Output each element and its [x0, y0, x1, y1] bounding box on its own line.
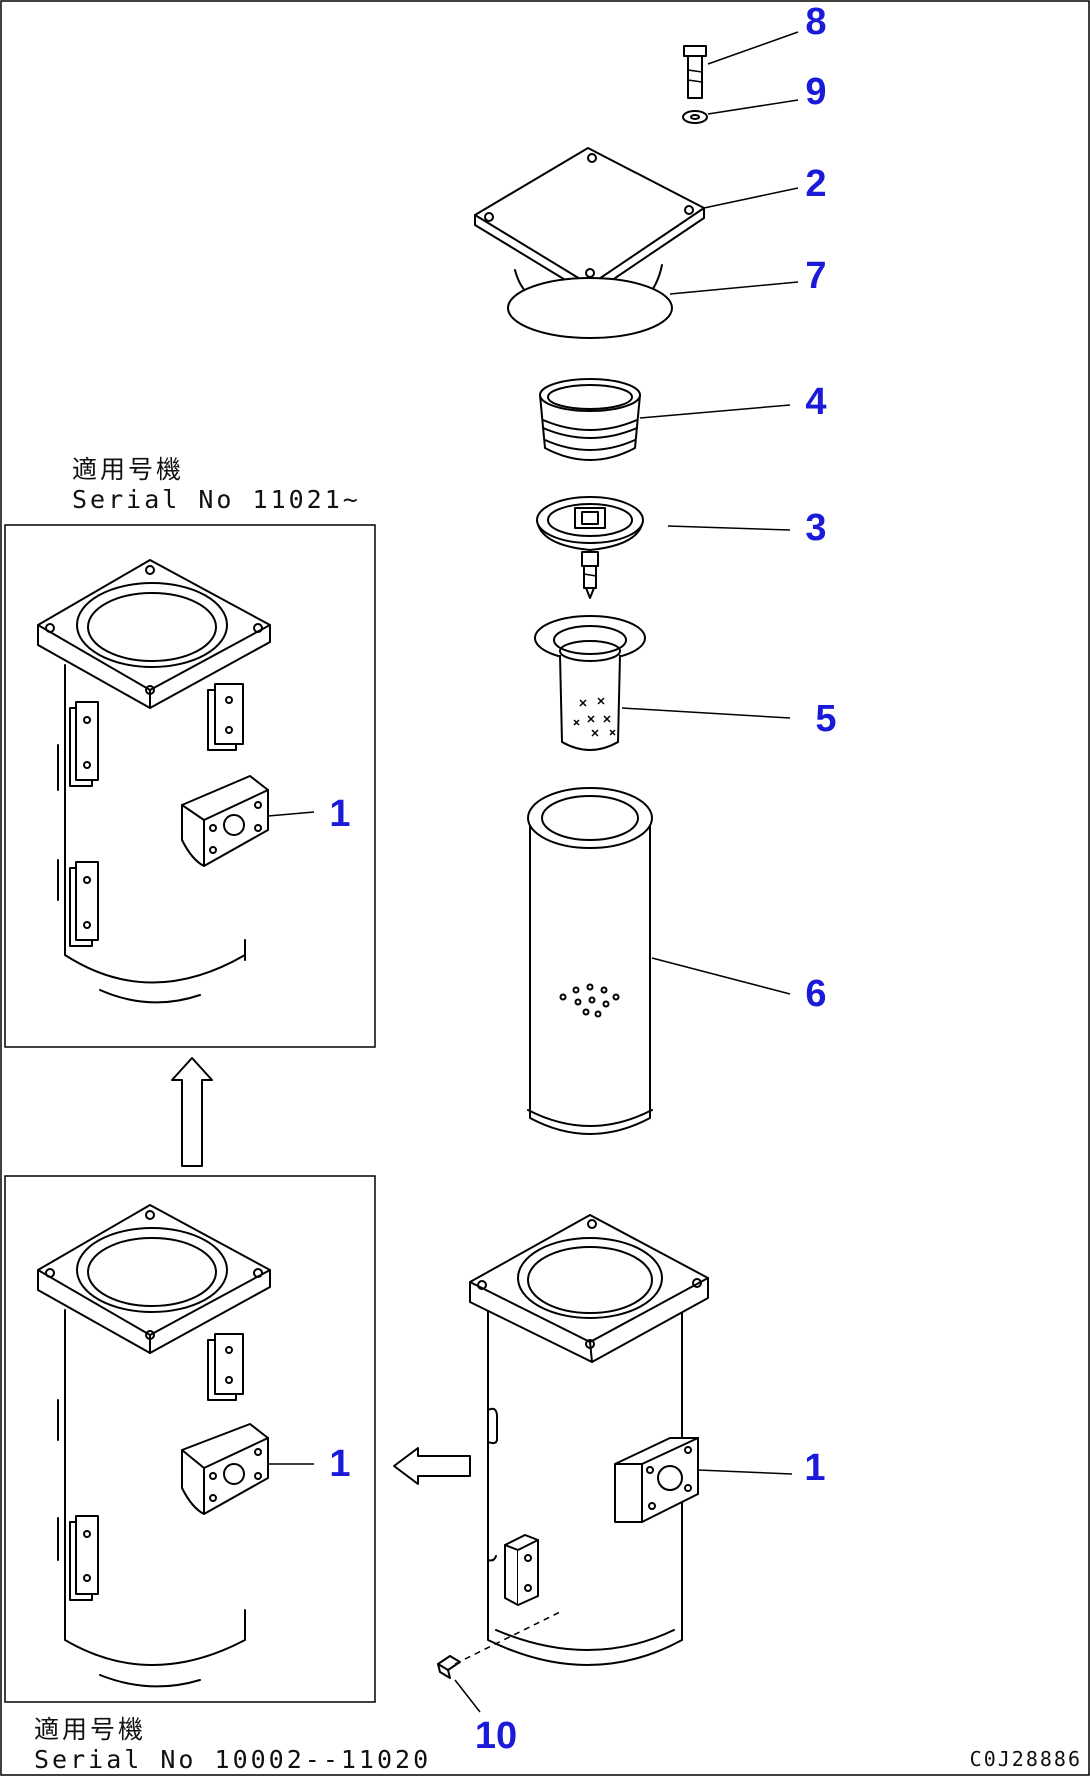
callout-9: 9	[805, 71, 826, 113]
leader-lines	[267, 31, 799, 1713]
bottom-inset-box	[4, 1175, 376, 1703]
callout-1-bottom-inset: 1	[329, 1443, 350, 1485]
top-inset-serial-jp: 適用号機	[72, 455, 184, 484]
part-8-bolt	[683, 45, 707, 99]
callout-8: 8	[805, 1, 826, 43]
callout-4: 4	[805, 381, 826, 423]
part-6-filter-element	[527, 787, 653, 1135]
top-inset-serial-no: Serial No 11021~	[72, 485, 361, 514]
callout-10: 10	[475, 1715, 517, 1757]
part-1-housing-top-inset	[37, 559, 271, 1004]
callout-5: 5	[815, 698, 836, 740]
left-arrow-icon	[393, 1447, 471, 1485]
callout-1-top-inset: 1	[329, 793, 350, 835]
bottom-inset-serial-jp: 適用号機	[34, 1715, 146, 1744]
callout-3: 3	[805, 507, 826, 549]
callout-2: 2	[805, 163, 826, 205]
part-7-gasket	[507, 277, 673, 339]
part-4-ring	[539, 378, 641, 461]
drawing-code: C0J28886	[970, 1747, 1082, 1771]
part-3-valve	[536, 496, 644, 599]
part-1-housing-bottom-inset	[37, 1204, 271, 1688]
part-9-washer	[682, 110, 708, 124]
callout-7: 7	[805, 255, 826, 297]
callout-1-main: 1	[804, 1447, 825, 1489]
top-inset-box	[4, 524, 376, 1048]
bottom-inset-serial-no: Serial No 10002--11020	[34, 1745, 431, 1774]
part-1-housing-main	[437, 1214, 709, 1679]
callout-6: 6	[805, 973, 826, 1015]
part-5-strainer	[534, 615, 646, 751]
up-arrow-icon	[171, 1057, 213, 1167]
